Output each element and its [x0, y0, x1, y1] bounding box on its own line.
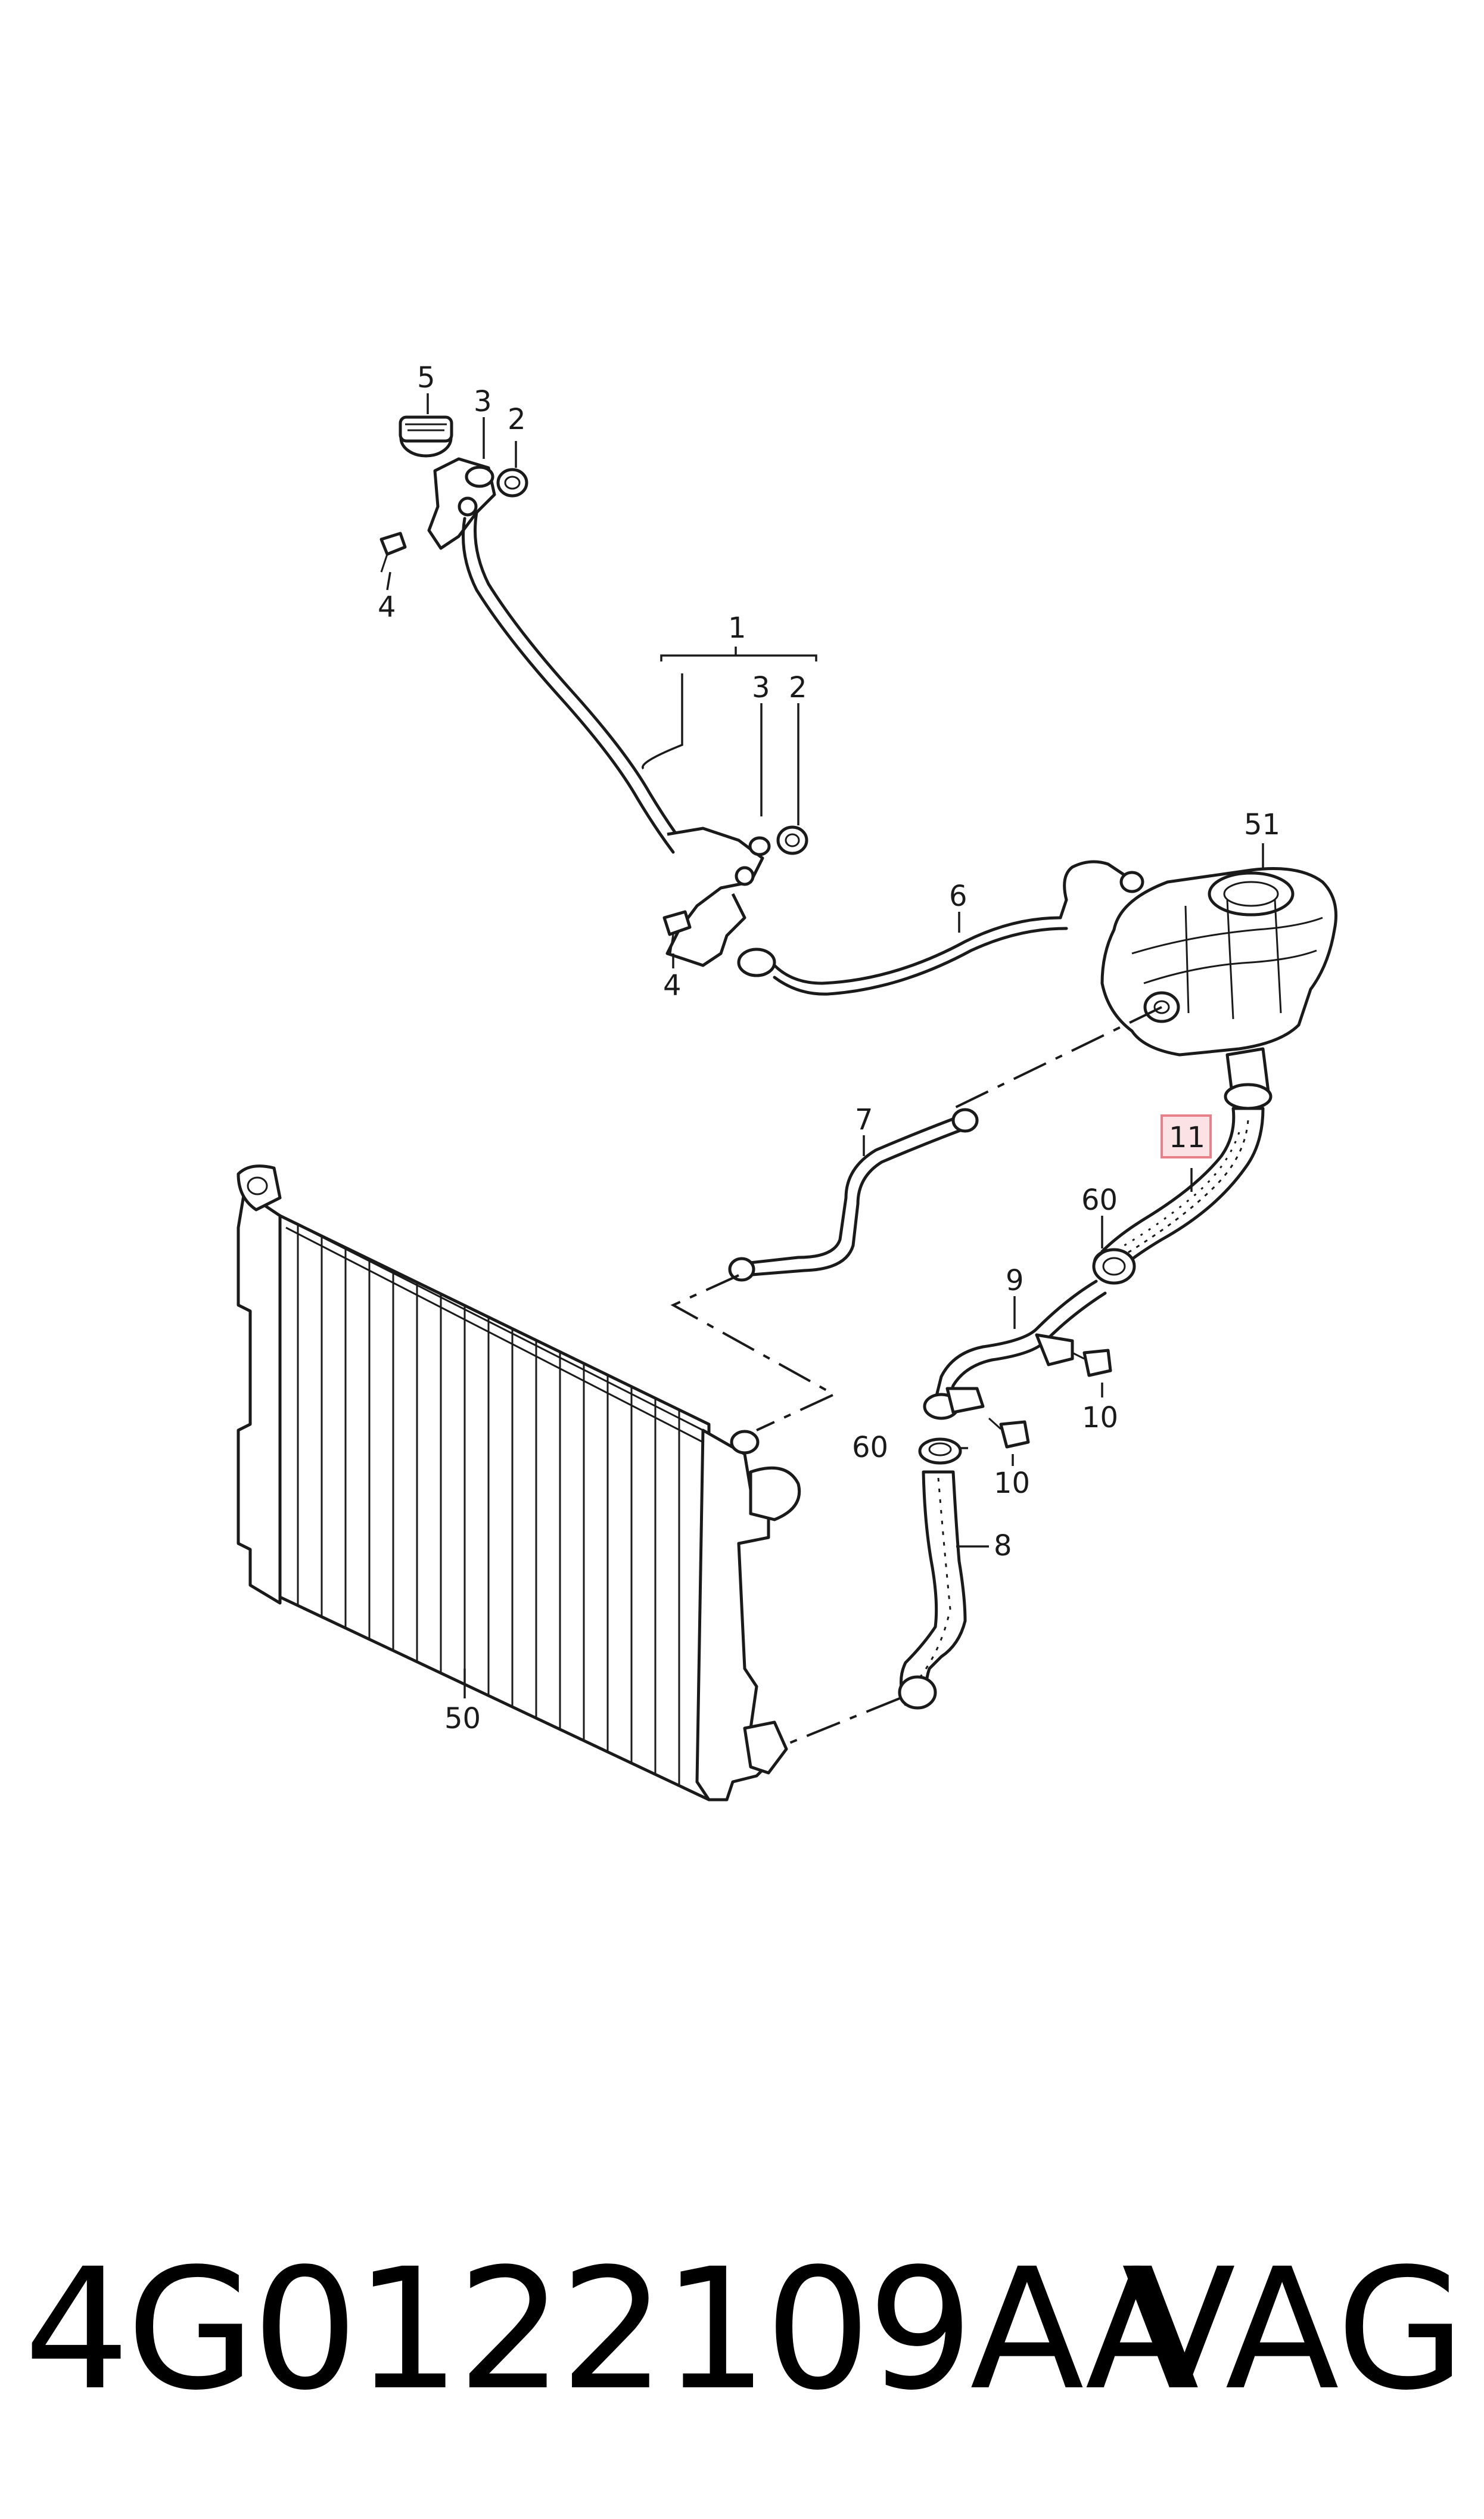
connection-line-tank-to-pipe7	[953, 1006, 1162, 1110]
callout-60-right: 60	[1081, 1184, 1118, 1217]
footer: 4G0122109AA VAG	[24, 2241, 1466, 2419]
breather-pipe-tube	[474, 511, 687, 848]
hose-clamp-part-60-right	[1092, 1248, 1136, 1285]
breather-pipe-assembly	[379, 415, 808, 967]
expansion-tank-part-51	[1100, 867, 1337, 1110]
callout-1: 1	[728, 611, 746, 645]
part-number-label: 4G0122109AA	[24, 2233, 1199, 2427]
callout-4-top: 4	[378, 591, 396, 624]
callout-8: 8	[994, 1529, 1012, 1563]
callout-10-left: 10	[994, 1467, 1030, 1500]
callout-labels: 5 3 2 4 1 3 2 4 6 51 7 60 9 10 60 10 8 5…	[378, 361, 1280, 1735]
pipe-fitting-mid	[665, 825, 808, 967]
brand-label: VAG	[1121, 2233, 1466, 2427]
hose-6-end-right	[1119, 871, 1144, 893]
callout-3-mid: 3	[752, 671, 770, 704]
callout-5: 5	[417, 361, 435, 395]
leader-lines	[386, 393, 1264, 1698]
callout-10-right: 10	[1082, 1401, 1118, 1434]
callout-11-box	[1161, 1114, 1212, 1158]
connection-line-hose8-to-radiator	[774, 1697, 900, 1750]
pipe-part-7	[728, 1108, 979, 1282]
callout-50: 50	[444, 1702, 481, 1735]
hose-6-end-left	[737, 948, 776, 977]
callout-9: 9	[1006, 1264, 1024, 1297]
callout-3-top: 3	[474, 385, 492, 418]
callout-51: 51	[1244, 808, 1280, 841]
bolt-part-4-top	[379, 532, 407, 573]
hose-clamp-part-60-left	[918, 1437, 962, 1465]
callout-11-highlight: 11	[1161, 1114, 1212, 1158]
bolt-part-10-right	[1072, 1349, 1112, 1377]
cap-part-5	[399, 415, 453, 458]
callout-6: 6	[949, 880, 967, 913]
bolt-part-10-left	[988, 1417, 1030, 1449]
coolant-hose-part-8	[898, 1470, 967, 1710]
callout-11: 11	[1169, 1121, 1205, 1154]
callout-7: 7	[855, 1103, 873, 1136]
bolt-part-4-mid	[662, 910, 692, 954]
connection-line-pipe7-to-radiator	[670, 1274, 837, 1431]
callout-2-mid: 2	[789, 671, 807, 704]
radiator-part-50	[237, 1164, 801, 1801]
callout-60-left: 60	[852, 1431, 888, 1464]
pipe-part-9	[923, 1279, 1107, 1420]
pipe-fitting-top	[427, 457, 528, 550]
callout-4-mid: 4	[663, 969, 682, 1002]
callout-2-top: 2	[508, 403, 526, 436]
vent-hose-part-6	[773, 860, 1128, 985]
